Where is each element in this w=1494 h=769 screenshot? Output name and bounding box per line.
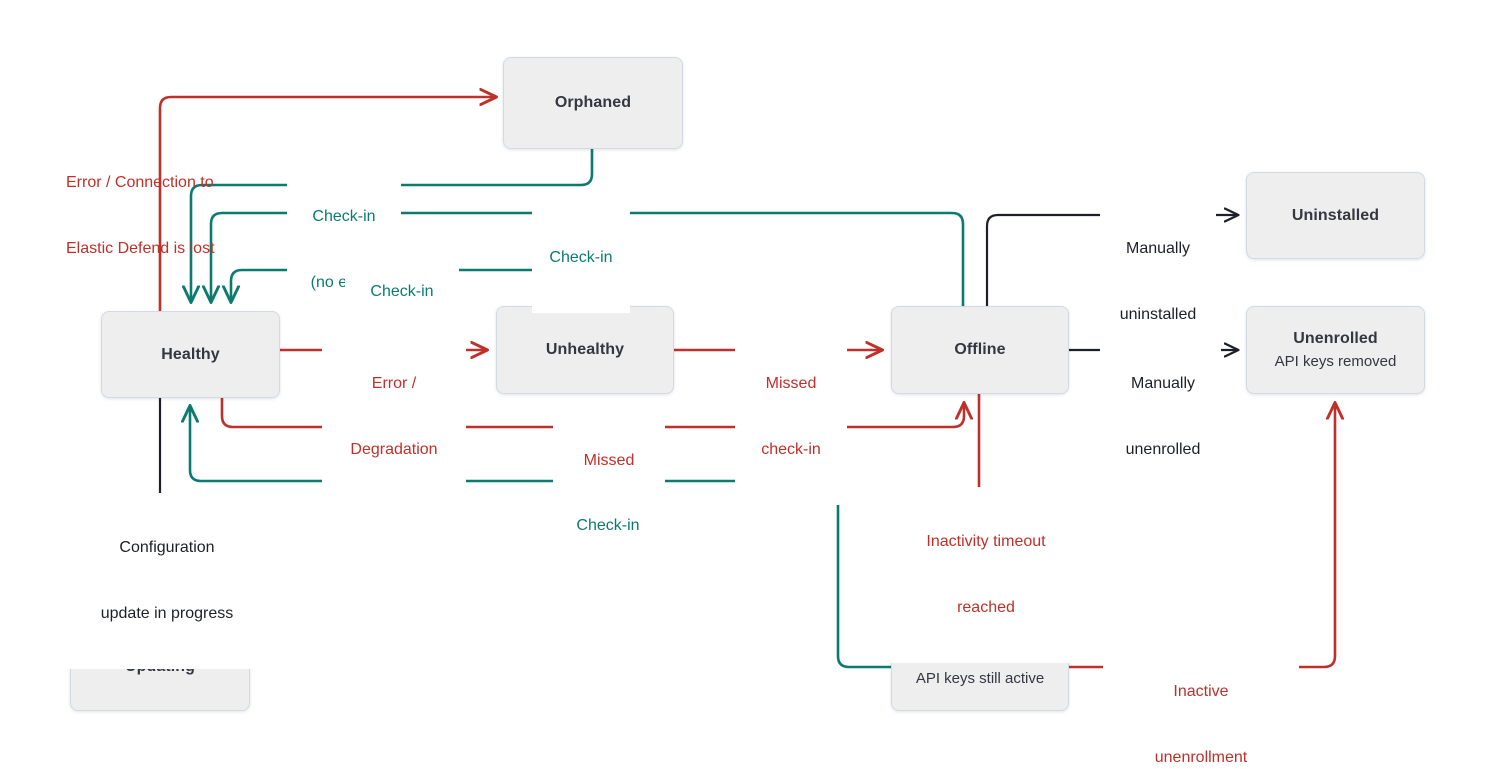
node-orphaned[interactable]: Orphaned	[503, 57, 683, 149]
node-offline[interactable]: Offline	[891, 306, 1069, 394]
node-title: Healthy	[161, 345, 220, 363]
edge-label-offline-to-unenrolled: Manually unenrolled	[1105, 329, 1221, 505]
edge-label-line1: Configuration	[119, 539, 215, 556]
node-title: Unenrolled	[1293, 329, 1378, 347]
edge-label-line2: unenrolled	[1125, 441, 1201, 458]
edge-label-line2: uninstalled	[1119, 306, 1197, 323]
edge-label-line1: Manually	[1125, 240, 1191, 257]
node-unenrolled[interactable]: Unenrolled API keys removed	[1246, 306, 1425, 394]
edge-label-line1: Missed	[765, 375, 817, 392]
edge-label-line2: Elastic Defend is lost	[66, 240, 215, 257]
edge-label-line1: Check-in	[549, 249, 613, 266]
edge-label-line2: reached	[957, 599, 1015, 616]
edge-label-inactive-to-unenrolled: Inactive unenrollment timeout reached	[1103, 637, 1299, 769]
edge-label-line1: Missed	[583, 452, 635, 469]
node-uninstalled[interactable]: Uninstalled	[1246, 172, 1425, 259]
edge-inactive-to-unenrolled	[1068, 403, 1335, 669]
edge-label-healthy-to-unhealthy: Error / Degradation	[322, 329, 466, 505]
node-subtitle: API keys still active	[915, 669, 1045, 687]
edge-label-line2: Degradation	[350, 441, 438, 458]
edge-offline-to-uninstalled	[985, 215, 1238, 306]
node-healthy[interactable]: Healthy	[101, 311, 280, 398]
edge-label-line2: unenrollment	[1154, 749, 1248, 766]
edge-label-healthy-to-orphaned: Error / Connection to Elastic Defend is …	[66, 128, 246, 304]
node-title: Unhealthy	[545, 341, 625, 358]
node-subtitle: API keys removed	[1274, 352, 1397, 370]
edge-label-line1: Error / Connection to	[66, 174, 214, 191]
edge-label-line1: Error /	[371, 375, 417, 392]
node-title: Offline	[954, 341, 1006, 358]
edge-label-line1: Manually	[1130, 375, 1196, 392]
edge-label-line1: Check-in	[576, 517, 640, 534]
node-title: Orphaned	[554, 94, 632, 111]
edge-label-line1: Inactivity timeout	[926, 533, 1046, 550]
edge-label-unhealthy-to-offline: Missed check-in	[735, 329, 847, 505]
edge-label-line1: Check-in	[312, 208, 376, 225]
edge-label-offline-to-healthy: Check-in	[532, 203, 630, 313]
edge-label-offline-to-inactive: Inactivity timeout reached	[889, 487, 1083, 663]
node-unhealthy[interactable]: Unhealthy	[496, 306, 674, 394]
edge-label-line2: check-in	[761, 441, 821, 458]
node-title: Uninstalled	[1291, 206, 1380, 224]
edge-label-line1: Inactive	[1173, 683, 1229, 700]
edge-label-healthy-to-updating: Configuration update in progress	[67, 493, 267, 669]
edge-label-line2: update in progress	[100, 605, 234, 622]
edge-label-inactive-to-healthy: Check-in	[559, 471, 657, 581]
edge-label-line1: Check-in	[370, 283, 434, 300]
edge-healthy-to-orphaned	[158, 97, 496, 311]
